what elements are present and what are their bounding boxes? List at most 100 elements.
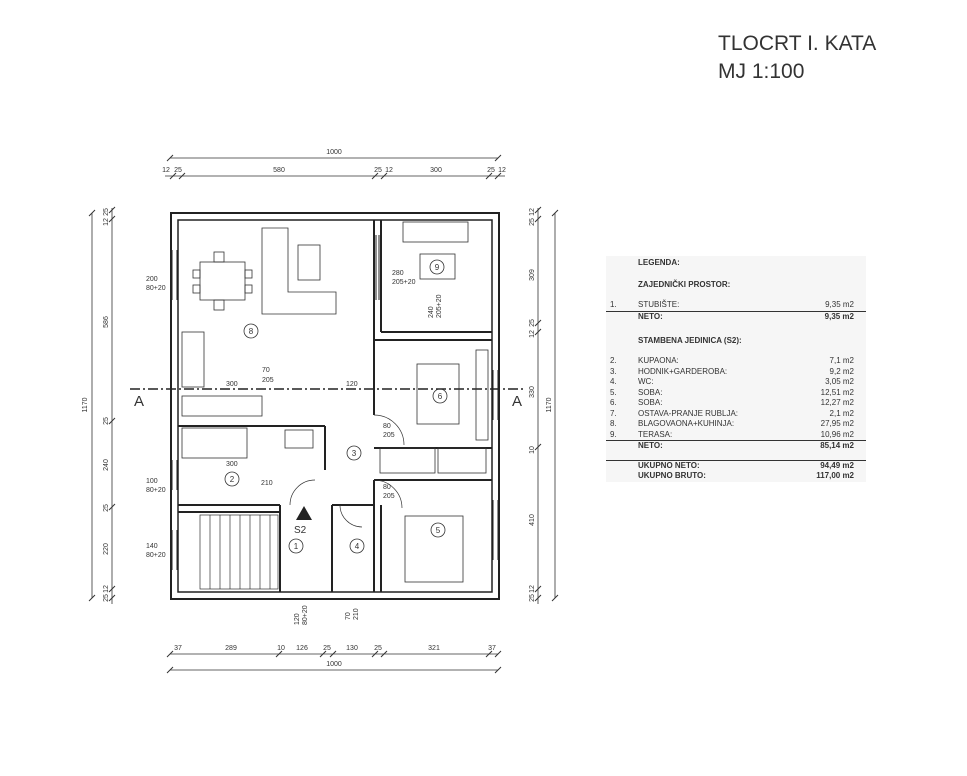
svg-text:300: 300: [226, 461, 238, 468]
dim-top-seg: 25: [174, 167, 182, 174]
legend-item-value: 9,35 m2: [825, 300, 854, 309]
svg-text:300: 300: [226, 381, 238, 388]
sofa: [261, 227, 337, 315]
dim-right-total: 1170: [546, 397, 553, 412]
room-number: 5: [436, 526, 441, 535]
legend-common-heading: ZAJEDNIČKI PROSTOR:: [638, 280, 731, 289]
coffee-table: [297, 244, 321, 281]
dim-right-seg: 25: [529, 594, 536, 602]
room-number: 6: [438, 392, 443, 401]
legend-item-value: 3,05 m2: [825, 377, 854, 386]
dim-bottom-seg: 126: [296, 645, 308, 652]
legend-unit-heading: STAMBENA JEDINICA (S2):: [638, 336, 742, 345]
legend-item-label: TERASA:: [638, 429, 673, 439]
legend-item-value: 9,2 m2: [829, 366, 854, 376]
dim-left-seg: 25: [103, 594, 110, 602]
drawing-title-block: TLOCRT I. KATA MJ 1:100: [718, 30, 876, 86]
svg-text:80: 80: [383, 423, 391, 430]
svg-text:205+20: 205+20: [392, 279, 416, 286]
legend-item-value: 12,27 m2: [820, 398, 854, 407]
dim-right-seg: 410: [529, 514, 536, 526]
svg-text:70: 70: [262, 367, 270, 374]
dim-left-seg: 586: [103, 316, 110, 328]
legend-item-num: 9.: [610, 429, 617, 439]
dim-left-seg: 25: [103, 208, 110, 216]
legend-item: 3.HODNIK+GARDEROBA:9,2 m2: [606, 367, 866, 378]
svg-text:80+20: 80+20: [302, 605, 309, 625]
legend-item-num: 4.: [610, 377, 617, 386]
dim-left-seg: 25: [103, 417, 110, 425]
exterior-walls: [170, 212, 500, 600]
kitchen-counter: [181, 395, 263, 417]
dim-bottom-seg: 25: [374, 645, 382, 652]
dim-right-seg: 309: [529, 269, 536, 281]
legend-item-num: 8.: [610, 419, 617, 428]
legend-item: 9.TERASA:10,96 m2: [606, 430, 866, 441]
legend-item-num: 6.: [610, 398, 617, 407]
stairs: [199, 514, 279, 590]
dim-right-seg: 10: [529, 446, 536, 454]
bed-room-5: [404, 515, 464, 583]
svg-text:280: 280: [392, 270, 404, 277]
dim-top-seg: 25: [487, 167, 495, 174]
room-number: 8: [249, 327, 254, 336]
legend-item-label: BLAGOVAONA+KUHINJA:: [638, 419, 735, 428]
dining-table: [199, 261, 246, 301]
legend-item-num: 3.: [610, 366, 617, 376]
wardrobe: [437, 447, 487, 474]
svg-text:240: 240: [428, 306, 435, 318]
washing-machine: [284, 429, 314, 449]
dim-top-total: 1000: [326, 149, 342, 156]
dim-left-seg: 240: [103, 459, 110, 471]
opening-annotations: 200 80+20 280 205+20 240 205+20 70 205 1…: [146, 270, 443, 625]
svg-text:80+20: 80+20: [146, 285, 166, 292]
legend-item-num: 2.: [610, 356, 617, 365]
svg-text:205: 205: [383, 493, 395, 500]
dim-right-seg: 25: [529, 218, 536, 226]
dim-right-seg: 12: [529, 585, 536, 593]
dim-left-total: 1170: [82, 397, 89, 412]
dim-left-seg: 12: [103, 585, 110, 593]
legend-heading: LEGENDA:: [638, 258, 680, 267]
legend-common-items: 1. STUBIŠTE: 9,35 m2: [606, 300, 866, 311]
room-number: 4: [355, 542, 360, 551]
terrace-bench: [402, 221, 469, 243]
legend-item-num: 1.: [610, 300, 617, 309]
legend-item-value: 2,1 m2: [829, 408, 854, 418]
svg-text:70: 70: [345, 612, 352, 620]
dim-top-seg: 300: [430, 167, 442, 174]
svg-text:205: 205: [383, 432, 395, 439]
dim-bottom-total: 1000: [326, 661, 342, 668]
legend-total-gross: UKUPNO BRUTO:117,00 m2: [638, 471, 854, 480]
room-number: 1: [294, 542, 299, 551]
bathtub: [181, 427, 248, 459]
dim-left-seg: 220: [103, 543, 110, 555]
section-mark-right: A: [512, 393, 522, 410]
legend-item-value: 7,1 m2: [829, 356, 854, 365]
section-mark-left: A: [134, 393, 144, 410]
dim-bottom-seg: 37: [174, 645, 182, 652]
legend-item-label: STUBIŠTE:: [638, 300, 680, 309]
dim-top-seg: 12: [385, 167, 393, 174]
legend-item-value: 12,51 m2: [820, 387, 854, 397]
legend-item-value: 27,95 m2: [820, 419, 854, 428]
legend-unit-total: NETO:85,14 m2: [606, 440, 866, 452]
legend-item-label: SOBA:: [638, 398, 663, 407]
dimension-ticks: [88, 154, 559, 674]
legend-total-net: UKUPNO NETO:94,49 m2: [606, 459, 866, 472]
dim-right-seg: 330: [529, 386, 536, 398]
svg-text:80+20: 80+20: [146, 552, 166, 559]
room-number: 9: [435, 263, 440, 272]
wardrobe: [475, 349, 489, 441]
bed-room-6: [416, 363, 460, 425]
legend-item-label: SOBA:: [638, 387, 663, 397]
dim-bottom-seg: 10: [277, 645, 285, 652]
svg-text:210: 210: [353, 608, 360, 620]
dim-bottom-seg: 25: [323, 645, 331, 652]
svg-text:100: 100: [146, 478, 158, 485]
svg-text:120: 120: [294, 613, 301, 625]
dim-bottom-seg: 289: [225, 645, 237, 652]
dim-bottom-seg: 37: [488, 645, 496, 652]
